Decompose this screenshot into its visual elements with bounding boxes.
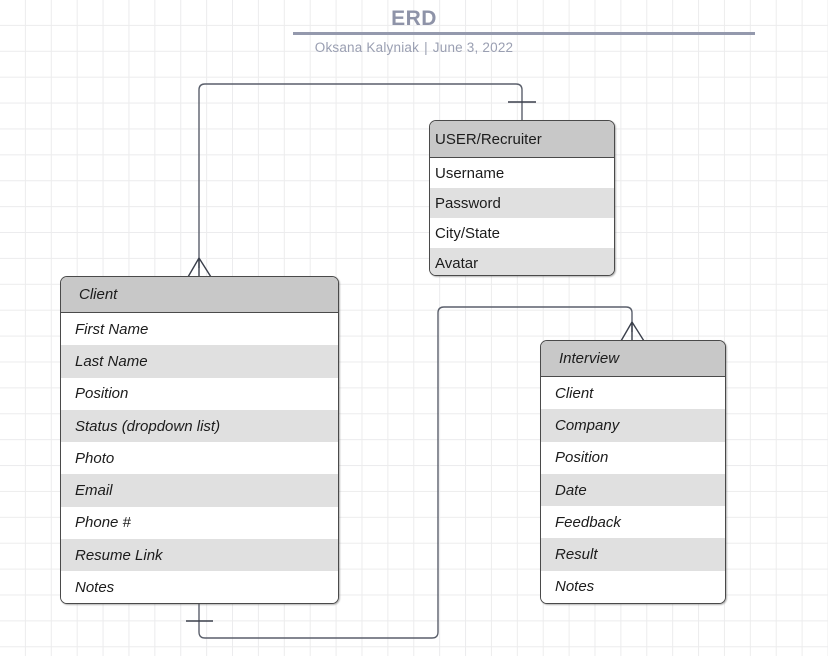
entity-attribute: Result xyxy=(541,538,725,571)
byline-separator: | xyxy=(424,40,428,55)
entity-user-recruiter[interactable]: USER/Recruiter Username Password City/St… xyxy=(429,120,615,276)
cardinality-many-interview xyxy=(620,321,645,342)
entity-attribute: Phone # xyxy=(61,506,338,540)
entity-header: USER/Recruiter xyxy=(430,121,614,158)
entity-attribute: Resume Link xyxy=(61,539,338,572)
entity-attribute: First Name xyxy=(61,313,338,346)
entity-attribute: Notes xyxy=(61,571,338,603)
entity-attribute: Client xyxy=(541,377,725,410)
entity-attribute: Feedback xyxy=(541,506,725,539)
entity-attribute: Date xyxy=(541,473,725,507)
entity-attribute: Status (dropdown list) xyxy=(61,409,338,443)
entity-attribute: Username xyxy=(430,158,614,188)
entity-attribute: Company xyxy=(541,409,725,442)
entity-attribute: Position xyxy=(541,441,725,474)
cardinality-many-client xyxy=(187,257,212,278)
entity-attribute: Last Name xyxy=(61,345,338,378)
author-name: Oksana Kalyniak xyxy=(314,40,420,55)
entity-attribute: City/State xyxy=(430,218,614,248)
document-date: June 3, 2022 xyxy=(432,40,514,55)
entity-attribute: Password xyxy=(430,188,614,218)
entity-client[interactable]: Client First Name Last Name Position Sta… xyxy=(60,276,339,604)
title-underline xyxy=(293,32,755,35)
entity-attribute: Avatar xyxy=(430,248,614,275)
title-block: ERD xyxy=(0,0,828,34)
entity-attribute: Position xyxy=(61,377,338,410)
entity-attribute: Photo xyxy=(61,442,338,475)
entity-attribute: Notes xyxy=(541,570,725,603)
entity-attribute: Email xyxy=(61,474,338,507)
entity-header: Client xyxy=(61,277,338,313)
entity-interview[interactable]: Interview Client Company Position Date F… xyxy=(540,340,726,604)
page-title: ERD xyxy=(391,7,437,30)
entity-header: Interview xyxy=(541,341,725,377)
document-byline: Oksana Kalyniak | June 3, 2022 xyxy=(0,40,828,55)
